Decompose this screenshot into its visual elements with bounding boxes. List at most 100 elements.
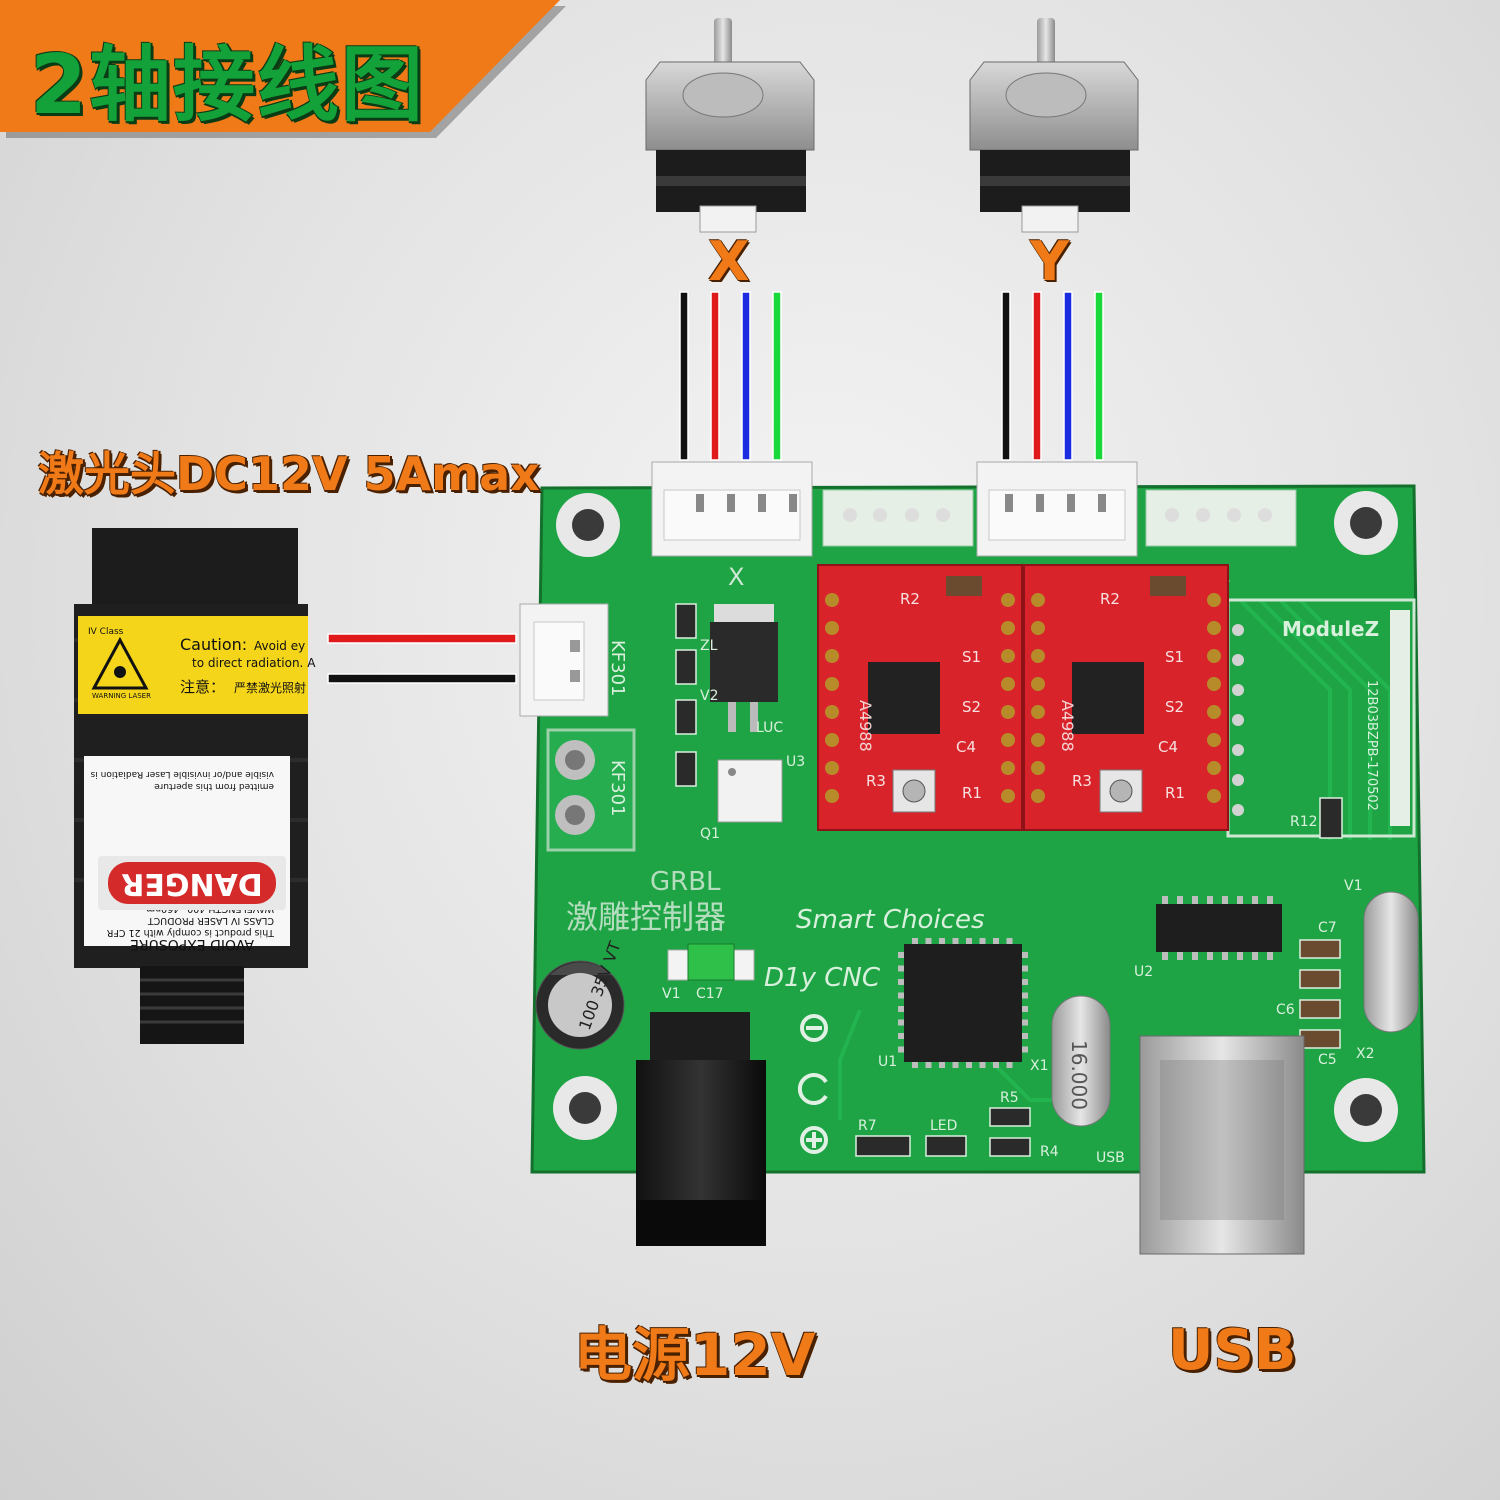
- silk-ref: C6: [1276, 1002, 1295, 1018]
- driver-chip-label: A4988: [856, 700, 875, 752]
- silk-ref: R1: [962, 784, 982, 802]
- laser-wires: [327, 633, 517, 684]
- usb-b-connector: [1139, 1035, 1305, 1255]
- silk-ref: S2: [962, 698, 981, 716]
- silk-ref: C17: [696, 986, 724, 1002]
- silk-ref: ZL: [700, 638, 718, 654]
- power-polarity-symbol: [797, 1014, 828, 1154]
- jumper: [667, 943, 755, 981]
- silk-ref: R12: [1290, 814, 1318, 830]
- usb-serial-chip: [1156, 896, 1282, 960]
- silk-name: 激雕控制器: [566, 898, 726, 936]
- motor-wire: [772, 291, 782, 461]
- motor-x-label: X: [708, 230, 750, 293]
- silk-ref: R1: [1165, 784, 1185, 802]
- silk-ref: R5: [1000, 1090, 1019, 1106]
- spec-line: CLASS IV LASER PRODUCT: [148, 915, 274, 926]
- silk-ref: C4: [956, 738, 976, 756]
- laser-module: IV Class WARNING LASER Caution: Avoid ey…: [74, 528, 316, 1044]
- laser-class: IV Class: [88, 627, 124, 637]
- usb-label: USB: [1168, 1318, 1297, 1383]
- danger-text: DANGER: [121, 866, 262, 901]
- motor-connector: [699, 205, 757, 233]
- silk-led: LED: [930, 1118, 957, 1134]
- silk-ref: R4: [1040, 1144, 1059, 1160]
- stepper-motor-x: [645, 18, 815, 233]
- motor-wire: [1063, 291, 1073, 461]
- silk-ref: R3: [866, 772, 886, 790]
- silk-x: X: [728, 563, 744, 591]
- silk-part-number: 12B03BZPB-170502: [1364, 680, 1379, 811]
- motor-wire: [1094, 291, 1104, 461]
- silk-ref: S1: [962, 648, 981, 666]
- controller-board: X Y Z ModuleZ 12B03BZPB-170502 A4988 R2: [519, 461, 1426, 1174]
- silk-ref: V2: [700, 688, 718, 704]
- laser-warning-small: WARNING LASER: [92, 692, 151, 700]
- avoid-exposure-text: AVOID EXPOSURE: [130, 936, 254, 952]
- motor-wire: [710, 291, 720, 461]
- laser-warning-icon: [91, 636, 149, 690]
- silk-ref: S1: [1165, 648, 1184, 666]
- title-banner: 2轴接线图: [0, 0, 1500, 150]
- notice-text: 严禁激光照射: [234, 680, 306, 695]
- motor-wire: [741, 291, 751, 461]
- mosfet: [710, 604, 778, 732]
- banner-shape: [0, 0, 566, 138]
- silk-smart-choices: Smart Choices: [796, 905, 985, 935]
- motor-wire: [679, 291, 689, 461]
- motor-y-label: Y: [1030, 230, 1070, 293]
- dc-power-jack: [636, 1012, 766, 1246]
- silk-ref: R7: [858, 1118, 877, 1134]
- silk-ref: U2: [1134, 964, 1153, 980]
- a4988-driver-y: A4988 R2 S1 S2 R3 R1 C4: [1023, 564, 1229, 831]
- silk-ref: C4: [1158, 738, 1178, 756]
- silk-kf301-bottom: KF301: [607, 760, 628, 817]
- motor-y-wires: [1001, 291, 1104, 461]
- silk-ref: X1: [1030, 1058, 1049, 1074]
- aperture-line: emitted from this aperture: [154, 781, 274, 791]
- silk-ref: C7: [1318, 920, 1337, 936]
- motor-x-wires: [679, 291, 782, 461]
- motor-wire: [1032, 291, 1042, 461]
- module-z-header: ModuleZ 12B03BZPB-170502: [1226, 598, 1416, 838]
- laser-lens-barrel: [140, 966, 244, 1044]
- laser-wire: [327, 673, 517, 684]
- optocoupler: [717, 759, 783, 823]
- y-motor-header: [976, 461, 1138, 557]
- silk-ref: LUC: [756, 720, 783, 736]
- stepper-motor-y: [969, 18, 1139, 233]
- notice-title: 注意：: [180, 678, 225, 696]
- silk-ref: R2: [1100, 590, 1120, 608]
- laser-wire: [327, 633, 517, 644]
- silk-ref: U3: [786, 754, 805, 770]
- silk-ref: V1: [662, 986, 680, 1002]
- driver-chip-label: A4988: [1058, 700, 1077, 752]
- a4988-driver-x: A4988 R2 S1 S2 R3 R1 C4: [817, 564, 1023, 831]
- laser-label: 激光头DC12V 5Amax: [38, 447, 540, 501]
- caution-title: Caution:: [180, 635, 247, 654]
- silk-grbl: GRBL: [650, 867, 721, 897]
- z-motor-header: [1145, 489, 1297, 547]
- mounting-holes: [553, 491, 1398, 1142]
- driver-chip: [1072, 662, 1144, 734]
- laser-connector: [519, 603, 609, 717]
- spec-line: This product is comply with 21 CFR: [106, 927, 275, 938]
- crystal-x2: [1363, 891, 1419, 1033]
- silk-ref: R3: [1072, 772, 1092, 790]
- caution-line2: to direct radiation. A: [192, 656, 316, 670]
- silk-diy-cnc: D1y CNC: [764, 963, 881, 993]
- silk-module: ModuleZ: [1282, 617, 1379, 641]
- silk-usb: USB: [1096, 1150, 1125, 1166]
- crystal-label: 16.000: [1067, 1040, 1091, 1110]
- silk-ref: S2: [1165, 698, 1184, 716]
- page-title: 2轴接线图: [30, 38, 426, 133]
- motor-connector: [1021, 205, 1079, 233]
- silk-ref: R2: [900, 590, 920, 608]
- unused-header-1: [822, 489, 974, 547]
- silk-ref: V1: [1344, 878, 1362, 894]
- silk-ref: U1: [878, 1054, 897, 1070]
- spec-label: [84, 756, 290, 946]
- terminal-block: [546, 728, 636, 852]
- aperture-line: visible and/or invisible Laser Radiation…: [90, 769, 274, 779]
